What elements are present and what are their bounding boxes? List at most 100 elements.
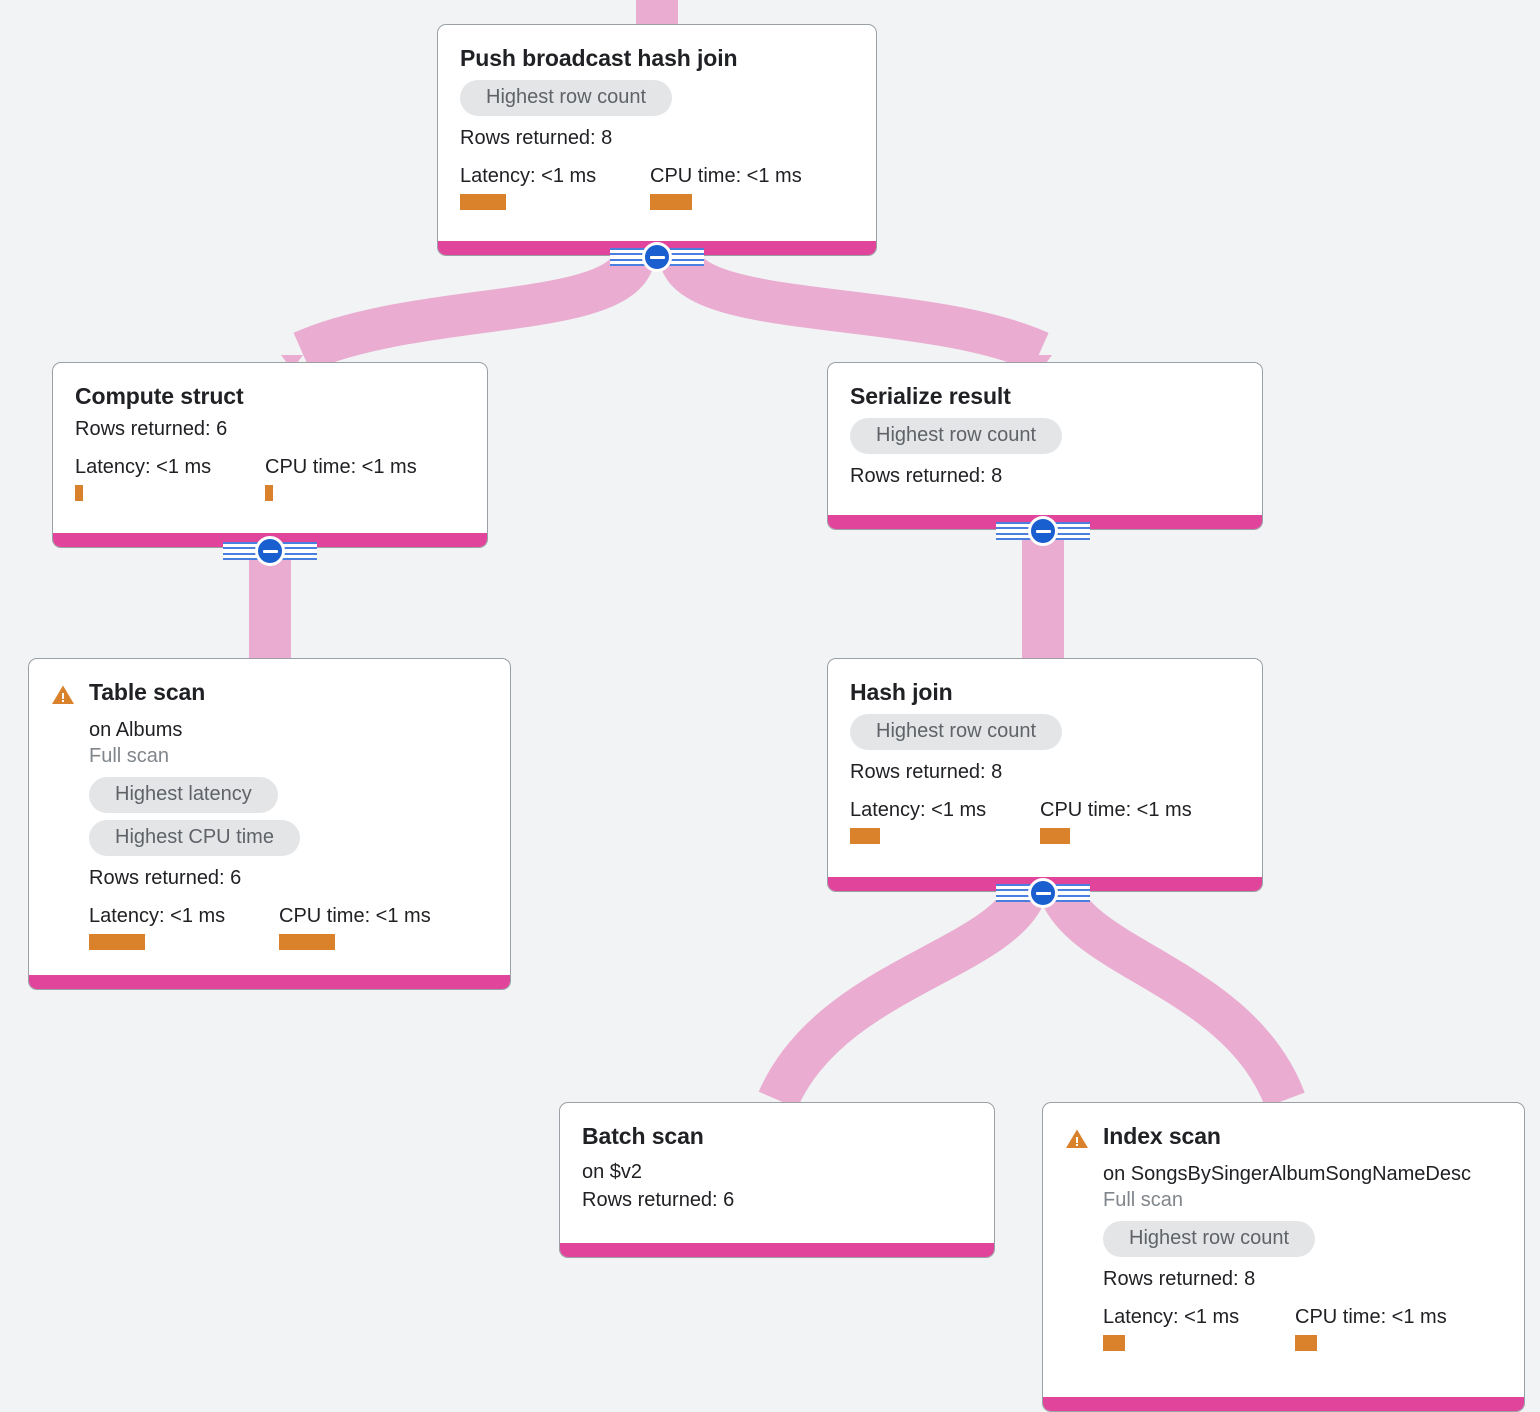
- node-body: Table scan on Albums Full scan Highest l…: [29, 659, 510, 975]
- node-title: Hash join: [850, 679, 953, 705]
- minus-circle-icon: [255, 536, 285, 566]
- metrics-row: Latency: <1 ms CPU time: <1 ms: [460, 164, 854, 211]
- latency-label: Latency: <1 ms: [1103, 1306, 1240, 1328]
- metrics-row: Latency: <1 ms CPU time: <1 ms: [89, 904, 488, 950]
- badge-list: Highest row count: [460, 80, 854, 117]
- cpu-bar: [265, 485, 273, 502]
- node-body: Index scan on SongsBySingerAlbumSongName…: [1043, 1103, 1524, 1397]
- metrics-row: Latency: <1 ms CPU time: <1 ms: [850, 798, 1240, 845]
- node-index-scan[interactable]: Index scan on SongsBySingerAlbumSongName…: [1042, 1102, 1525, 1412]
- status-badge: Highest CPU time: [89, 820, 300, 856]
- title-row: Hash join: [850, 679, 1240, 705]
- cpu-label: CPU time: <1 ms: [265, 456, 417, 479]
- badge-list: Highest row count: [850, 418, 1240, 455]
- node-title: Serialize result: [850, 383, 1011, 409]
- minus-circle-icon: [642, 242, 672, 272]
- node-title: Table scan: [89, 679, 206, 705]
- cpu-metric: CPU time: <1 ms: [650, 164, 802, 211]
- cpu-bar: [650, 194, 692, 211]
- node-push-broadcast-hash-join[interactable]: Push broadcast hash join Highest row cou…: [437, 24, 877, 256]
- node-title: Compute struct: [75, 383, 244, 409]
- latency-label: Latency: <1 ms: [75, 456, 212, 479]
- minus-circle-icon: [1028, 516, 1058, 546]
- latency-metric: Latency: <1 ms: [89, 904, 279, 950]
- node-hash-join[interactable]: Hash join Highest row count Rows returne…: [827, 658, 1263, 892]
- node-body: Serialize result Highest row count Rows …: [828, 363, 1262, 515]
- rows-returned: Rows returned: 8: [460, 127, 613, 150]
- node-compute-struct[interactable]: Compute struct Rows returned: 6 Latency:…: [52, 362, 488, 548]
- node-footer-bar: [1043, 1397, 1524, 1411]
- node-body: Hash join Highest row count Rows returne…: [828, 659, 1262, 877]
- cpu-label: CPU time: <1 ms: [1295, 1306, 1447, 1328]
- status-badge: Highest row count: [850, 418, 1063, 455]
- status-badge: Highest row count: [1103, 1221, 1316, 1257]
- latency-bar: [1103, 1335, 1125, 1351]
- warning-triangle-icon: [1066, 1129, 1088, 1148]
- scan-target: on Albums: [89, 719, 183, 741]
- latency-bar: [89, 934, 145, 950]
- cpu-label: CPU time: <1 ms: [650, 165, 802, 188]
- latency-label: Latency: <1 ms: [460, 165, 597, 188]
- minus-circle-icon: [1028, 878, 1058, 908]
- scan-type: Full scan: [1103, 1189, 1184, 1211]
- latency-label: Latency: <1 ms: [89, 905, 226, 927]
- node-body: Push broadcast hash join Highest row cou…: [438, 25, 876, 241]
- title-row: Compute struct: [75, 383, 465, 409]
- latency-bar: [460, 194, 506, 211]
- scan-type: Full scan: [89, 745, 170, 767]
- latency-bar: [75, 485, 83, 502]
- warning-triangle-icon: [52, 685, 74, 704]
- node-title: Batch scan: [582, 1123, 704, 1149]
- node-footer-bar: [560, 1243, 994, 1257]
- edge-root-compute-struct: [293, 250, 655, 372]
- cpu-metric: CPU time: <1 ms: [1295, 1305, 1447, 1351]
- metrics-row: Latency: <1 ms CPU time: <1 ms: [75, 455, 465, 502]
- cpu-bar: [1295, 1335, 1317, 1351]
- badge-list: Highest latency Highest CPU time: [89, 777, 488, 856]
- title-row: Table scan: [51, 679, 488, 707]
- node-title: Push broadcast hash join: [460, 45, 738, 71]
- node-detail-block: on SongsBySingerAlbumSongNameDesc Full s…: [1065, 1151, 1502, 1351]
- cpu-metric: CPU time: <1 ms: [279, 904, 431, 950]
- rows-returned: Rows returned: 8: [1103, 1268, 1256, 1290]
- collapse-button-hash-join[interactable]: [996, 878, 1090, 908]
- cpu-metric: CPU time: <1 ms: [1040, 798, 1192, 845]
- status-badge: Highest row count: [460, 80, 673, 117]
- latency-bar: [850, 828, 880, 845]
- title-row: Serialize result: [850, 383, 1240, 409]
- node-serialize-result[interactable]: Serialize result Highest row count Rows …: [827, 362, 1263, 530]
- scan-target: on $v2: [582, 1161, 643, 1184]
- rows-returned: Rows returned: 8: [850, 465, 1003, 488]
- title-row: Push broadcast hash join: [460, 45, 854, 71]
- latency-label: Latency: <1 ms: [850, 799, 987, 822]
- node-batch-scan[interactable]: Batch scan on $v2 Rows returned: 6: [559, 1102, 995, 1258]
- collapse-button-push-broadcast-hash-join[interactable]: [610, 242, 704, 272]
- rows-returned: Rows returned: 8: [850, 761, 1003, 784]
- edge-hash-join-index-scan: [1040, 882, 1305, 1109]
- node-body: Batch scan on $v2 Rows returned: 6: [560, 1103, 994, 1243]
- collapse-button-compute-struct[interactable]: [223, 536, 317, 566]
- title-row: Batch scan: [582, 1123, 972, 1149]
- node-footer-bar: [29, 975, 510, 989]
- cpu-bar: [1040, 828, 1070, 845]
- status-badge: Highest latency: [89, 777, 278, 813]
- latency-metric: Latency: <1 ms: [850, 798, 1040, 845]
- cpu-bar: [279, 934, 335, 950]
- edge-hash-join-batch-scan: [758, 882, 1046, 1110]
- collapse-button-serialize-result[interactable]: [996, 516, 1090, 546]
- node-body: Compute struct Rows returned: 6 Latency:…: [53, 363, 487, 533]
- scan-target: on SongsBySingerAlbumSongNameDesc: [1103, 1163, 1471, 1185]
- node-title: Index scan: [1103, 1123, 1221, 1149]
- node-detail-block: on Albums Full scan Highest latency High…: [51, 707, 488, 950]
- cpu-metric: CPU time: <1 ms: [265, 455, 417, 502]
- title-row: Index scan: [1065, 1123, 1502, 1151]
- rows-returned: Rows returned: 6: [582, 1189, 735, 1212]
- rows-returned: Rows returned: 6: [75, 418, 228, 441]
- status-badge: Highest row count: [850, 714, 1063, 751]
- node-table-scan[interactable]: Table scan on Albums Full scan Highest l…: [28, 658, 511, 990]
- badge-list: Highest row count: [1103, 1221, 1502, 1257]
- cpu-label: CPU time: <1 ms: [1040, 799, 1192, 822]
- edge-root-serialize-result: [659, 250, 1049, 372]
- latency-metric: Latency: <1 ms: [460, 164, 650, 211]
